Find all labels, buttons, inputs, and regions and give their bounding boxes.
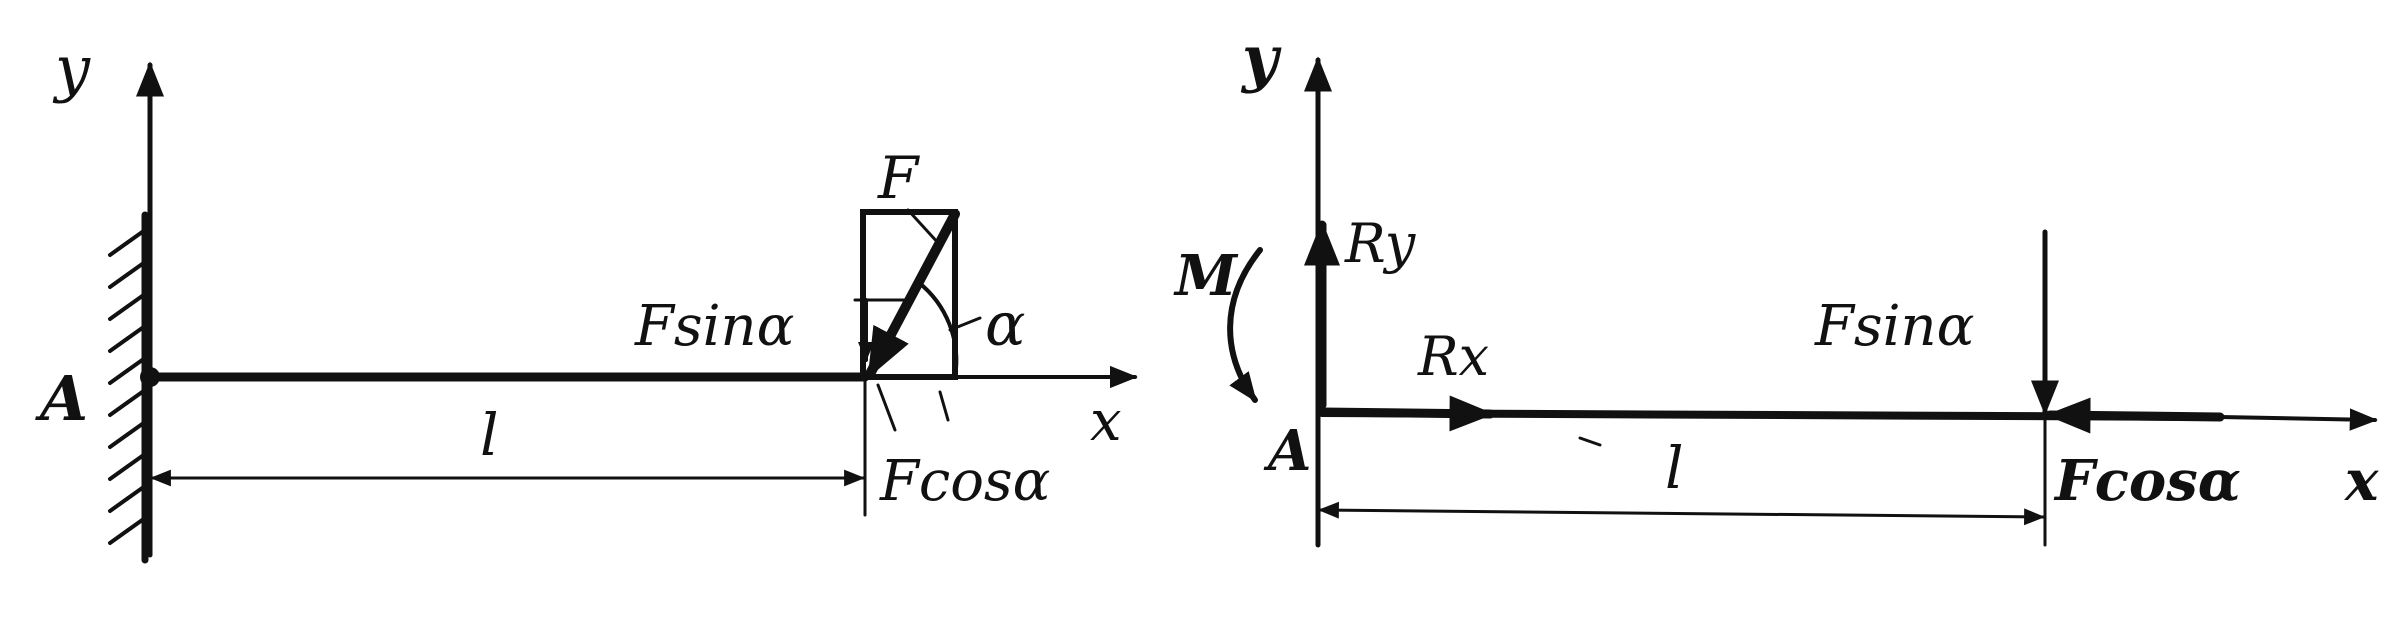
left-support-point — [140, 367, 160, 387]
moment-arrow — [1227, 247, 1263, 403]
angle-label: α — [985, 290, 1026, 360]
fsin-label-right: Fsinα — [1814, 294, 1974, 359]
left-length-label: l — [480, 401, 499, 469]
reaction-rx-arrow — [1317, 395, 1495, 432]
right-diagram: y Ry M A Rx Fsinα Fcosα x l — [1173, 22, 2379, 548]
fsin-label-left: Fsinα — [634, 294, 794, 359]
right-length-dimension — [1317, 501, 2046, 526]
left-diagram: y A x l F Fsinα Fcosα α — [35, 32, 1138, 564]
right-x-axis — [2218, 408, 2378, 431]
moment-label: M — [1173, 243, 1239, 309]
reaction-rx-label: Rx — [1417, 325, 1489, 388]
right-x-label: x — [2344, 448, 2379, 514]
left-point-label: A — [35, 362, 88, 435]
right-length-label: l — [1665, 434, 1684, 502]
left-x-label: x — [1090, 389, 1122, 454]
force-f-arrow — [865, 209, 960, 379]
left-y-label: y — [52, 32, 91, 105]
force-f-label: F — [877, 144, 920, 212]
reaction-ry-label: Ry — [1344, 212, 1417, 275]
fcos-label-left: Fcosα — [879, 449, 1051, 514]
right-point-label: A — [1263, 418, 1311, 484]
wall-hatching — [108, 211, 149, 564]
right-y-label: y — [1240, 22, 1282, 95]
fcos-arrow-right — [2045, 397, 2225, 434]
angle-arc — [916, 280, 959, 379]
fcos-label-right: Fcosα — [2053, 448, 2241, 514]
